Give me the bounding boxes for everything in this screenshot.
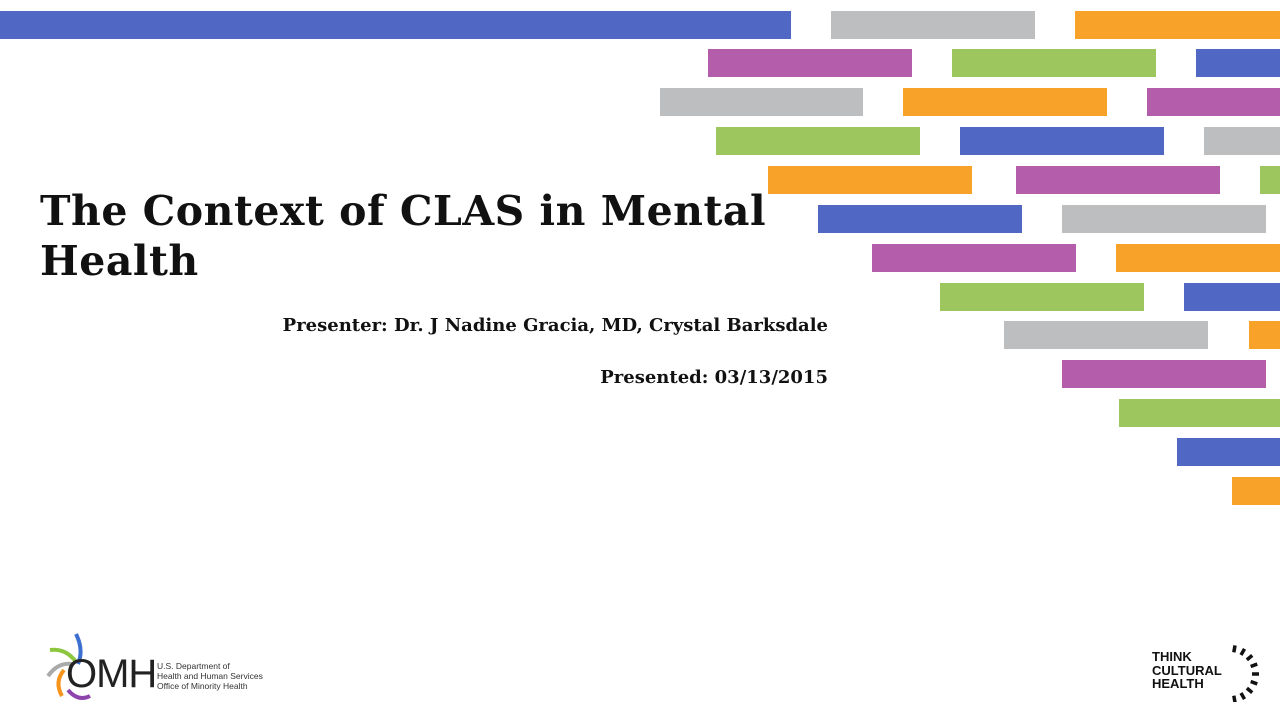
tch-burst-icon: [1232, 645, 1259, 702]
decorative-bar-blue: [0, 11, 791, 39]
decorative-bar-green: [952, 49, 1156, 77]
decorative-bar-gray: [1204, 127, 1280, 155]
decorative-bar-purple: [1016, 166, 1220, 194]
omh-agency-text: U.S. Department of Health and Human Serv…: [157, 661, 263, 691]
decorative-bar-gray: [660, 88, 863, 116]
presenter-text: Presenter: Dr. J Nadine Gracia, MD, Crys…: [282, 315, 828, 336]
tch-line: HEALTH: [1152, 676, 1204, 691]
presented-date: Presented: 03/13/2015: [600, 367, 828, 388]
decorative-bar-orange: [1249, 321, 1280, 349]
decorative-bar-gray: [1004, 321, 1208, 349]
decorative-bar-green: [940, 283, 1144, 311]
decorative-bar-orange: [903, 88, 1107, 116]
decorative-bar-blue: [1177, 438, 1280, 466]
decorative-bar-green: [716, 127, 920, 155]
decorative-bar-purple: [1062, 360, 1266, 388]
decorative-bar-blue: [1196, 49, 1280, 77]
think-cultural-health-logo: THINK CULTURAL HEALTH: [1152, 645, 1262, 704]
decorative-bar-orange: [768, 166, 972, 194]
tch-line: THINK: [1152, 649, 1192, 664]
decorative-bar-purple: [872, 244, 1076, 272]
decorative-bar-purple: [708, 49, 912, 77]
decorative-bar-green: [1260, 166, 1280, 194]
omh-wordmark: OMH: [66, 652, 157, 696]
omh-line: Office of Minority Health: [157, 681, 248, 691]
decorative-bar-gray: [831, 11, 1035, 39]
decorative-bar-orange: [1232, 477, 1280, 505]
decorative-bar-blue: [1184, 283, 1280, 311]
decorative-bar-orange: [1075, 11, 1280, 39]
decorative-bar-orange: [1116, 244, 1280, 272]
omh-swirl-icon: [46, 633, 91, 700]
omh-line: U.S. Department of: [157, 661, 230, 671]
decorative-bar-blue: [960, 127, 1164, 155]
decorative-bar-purple: [1147, 88, 1280, 116]
decorative-bar-blue: [818, 205, 1022, 233]
tch-text: THINK CULTURAL HEALTH: [1152, 650, 1222, 691]
decorative-bar-green: [1119, 399, 1280, 427]
slide-title: The Context of CLAS in Mental Health: [40, 187, 767, 285]
omh-line: Health and Human Services: [157, 671, 263, 681]
decorative-bar-gray: [1062, 205, 1266, 233]
omh-logo: OMH U.S. Department of Health and Human …: [44, 630, 284, 705]
tch-line: CULTURAL: [1152, 662, 1222, 678]
